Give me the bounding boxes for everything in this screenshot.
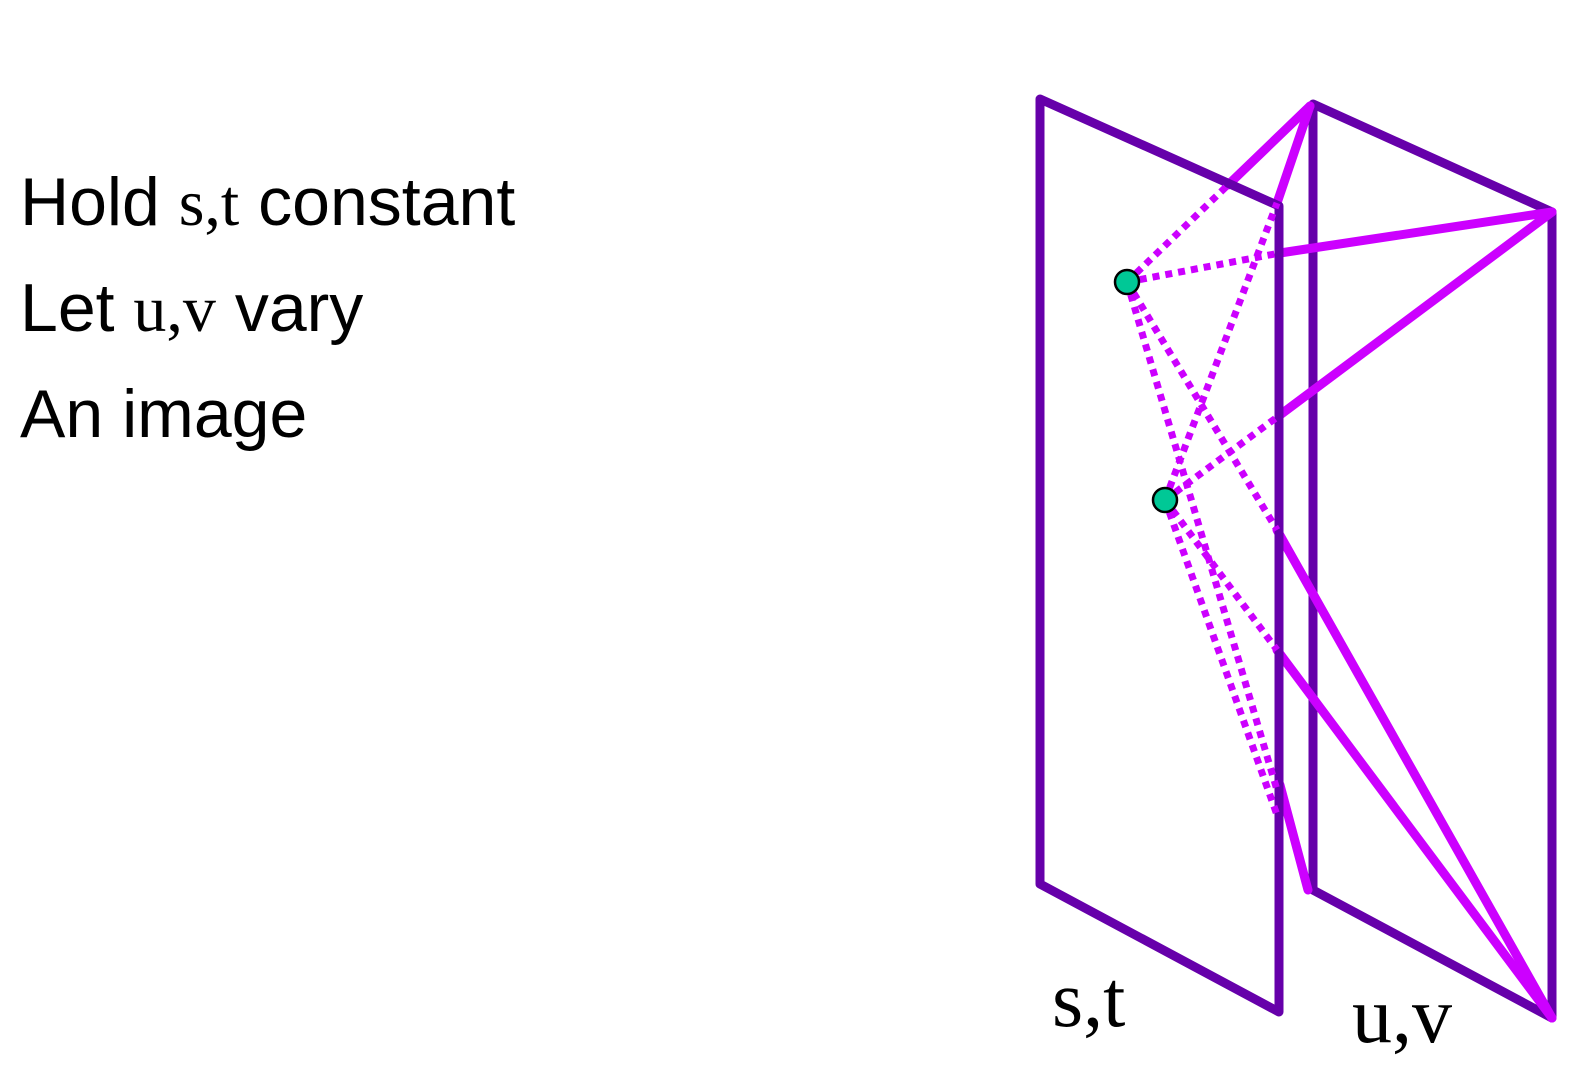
bullet-an-image: An image — [20, 362, 515, 468]
ray-dotted — [1126, 249, 1281, 286]
solid-rays — [1223, 101, 1557, 1023]
plane-uv-label: u,v — [1352, 972, 1452, 1060]
bullet-text: Let — [20, 270, 134, 346]
bullet-let-uv-vary: Let u,v vary — [20, 256, 515, 362]
bullet-text: Hold — [20, 164, 179, 240]
bullet-hold-st-constant: Hold s,t constant — [20, 150, 515, 256]
bullet-text: vary — [215, 270, 364, 346]
point-st-upper — [1113, 268, 1141, 296]
plane-st-label: s,t — [1052, 956, 1125, 1044]
ray-dotted — [1124, 280, 1280, 532]
plane-st-frame — [1035, 94, 1284, 1017]
dotted-rays — [1123, 182, 1283, 817]
ray-solid — [1272, 101, 1315, 208]
bullet-text: constant — [239, 164, 516, 240]
ray-dotted — [1161, 201, 1281, 502]
ray-dotted — [1162, 497, 1280, 653]
bullet-list: Hold s,t constant Let u,v vary An image — [20, 150, 515, 468]
ray-solid — [1275, 207, 1557, 420]
ray-solid — [1275, 207, 1557, 258]
ray-dotted — [1123, 281, 1281, 791]
bullet-variable: u,v — [133, 273, 216, 346]
ray-solid — [1272, 525, 1557, 1023]
ray-dotted — [1124, 182, 1231, 285]
bullet-variable: s,t — [178, 167, 240, 240]
ray-solid — [1275, 780, 1313, 895]
point-st-lower — [1151, 486, 1179, 514]
ray-dotted — [1162, 412, 1283, 503]
bullet-text: An image — [20, 376, 308, 452]
ray-solid — [1272, 645, 1557, 1023]
ray-dotted — [1161, 498, 1281, 817]
ray-solid — [1223, 101, 1315, 190]
